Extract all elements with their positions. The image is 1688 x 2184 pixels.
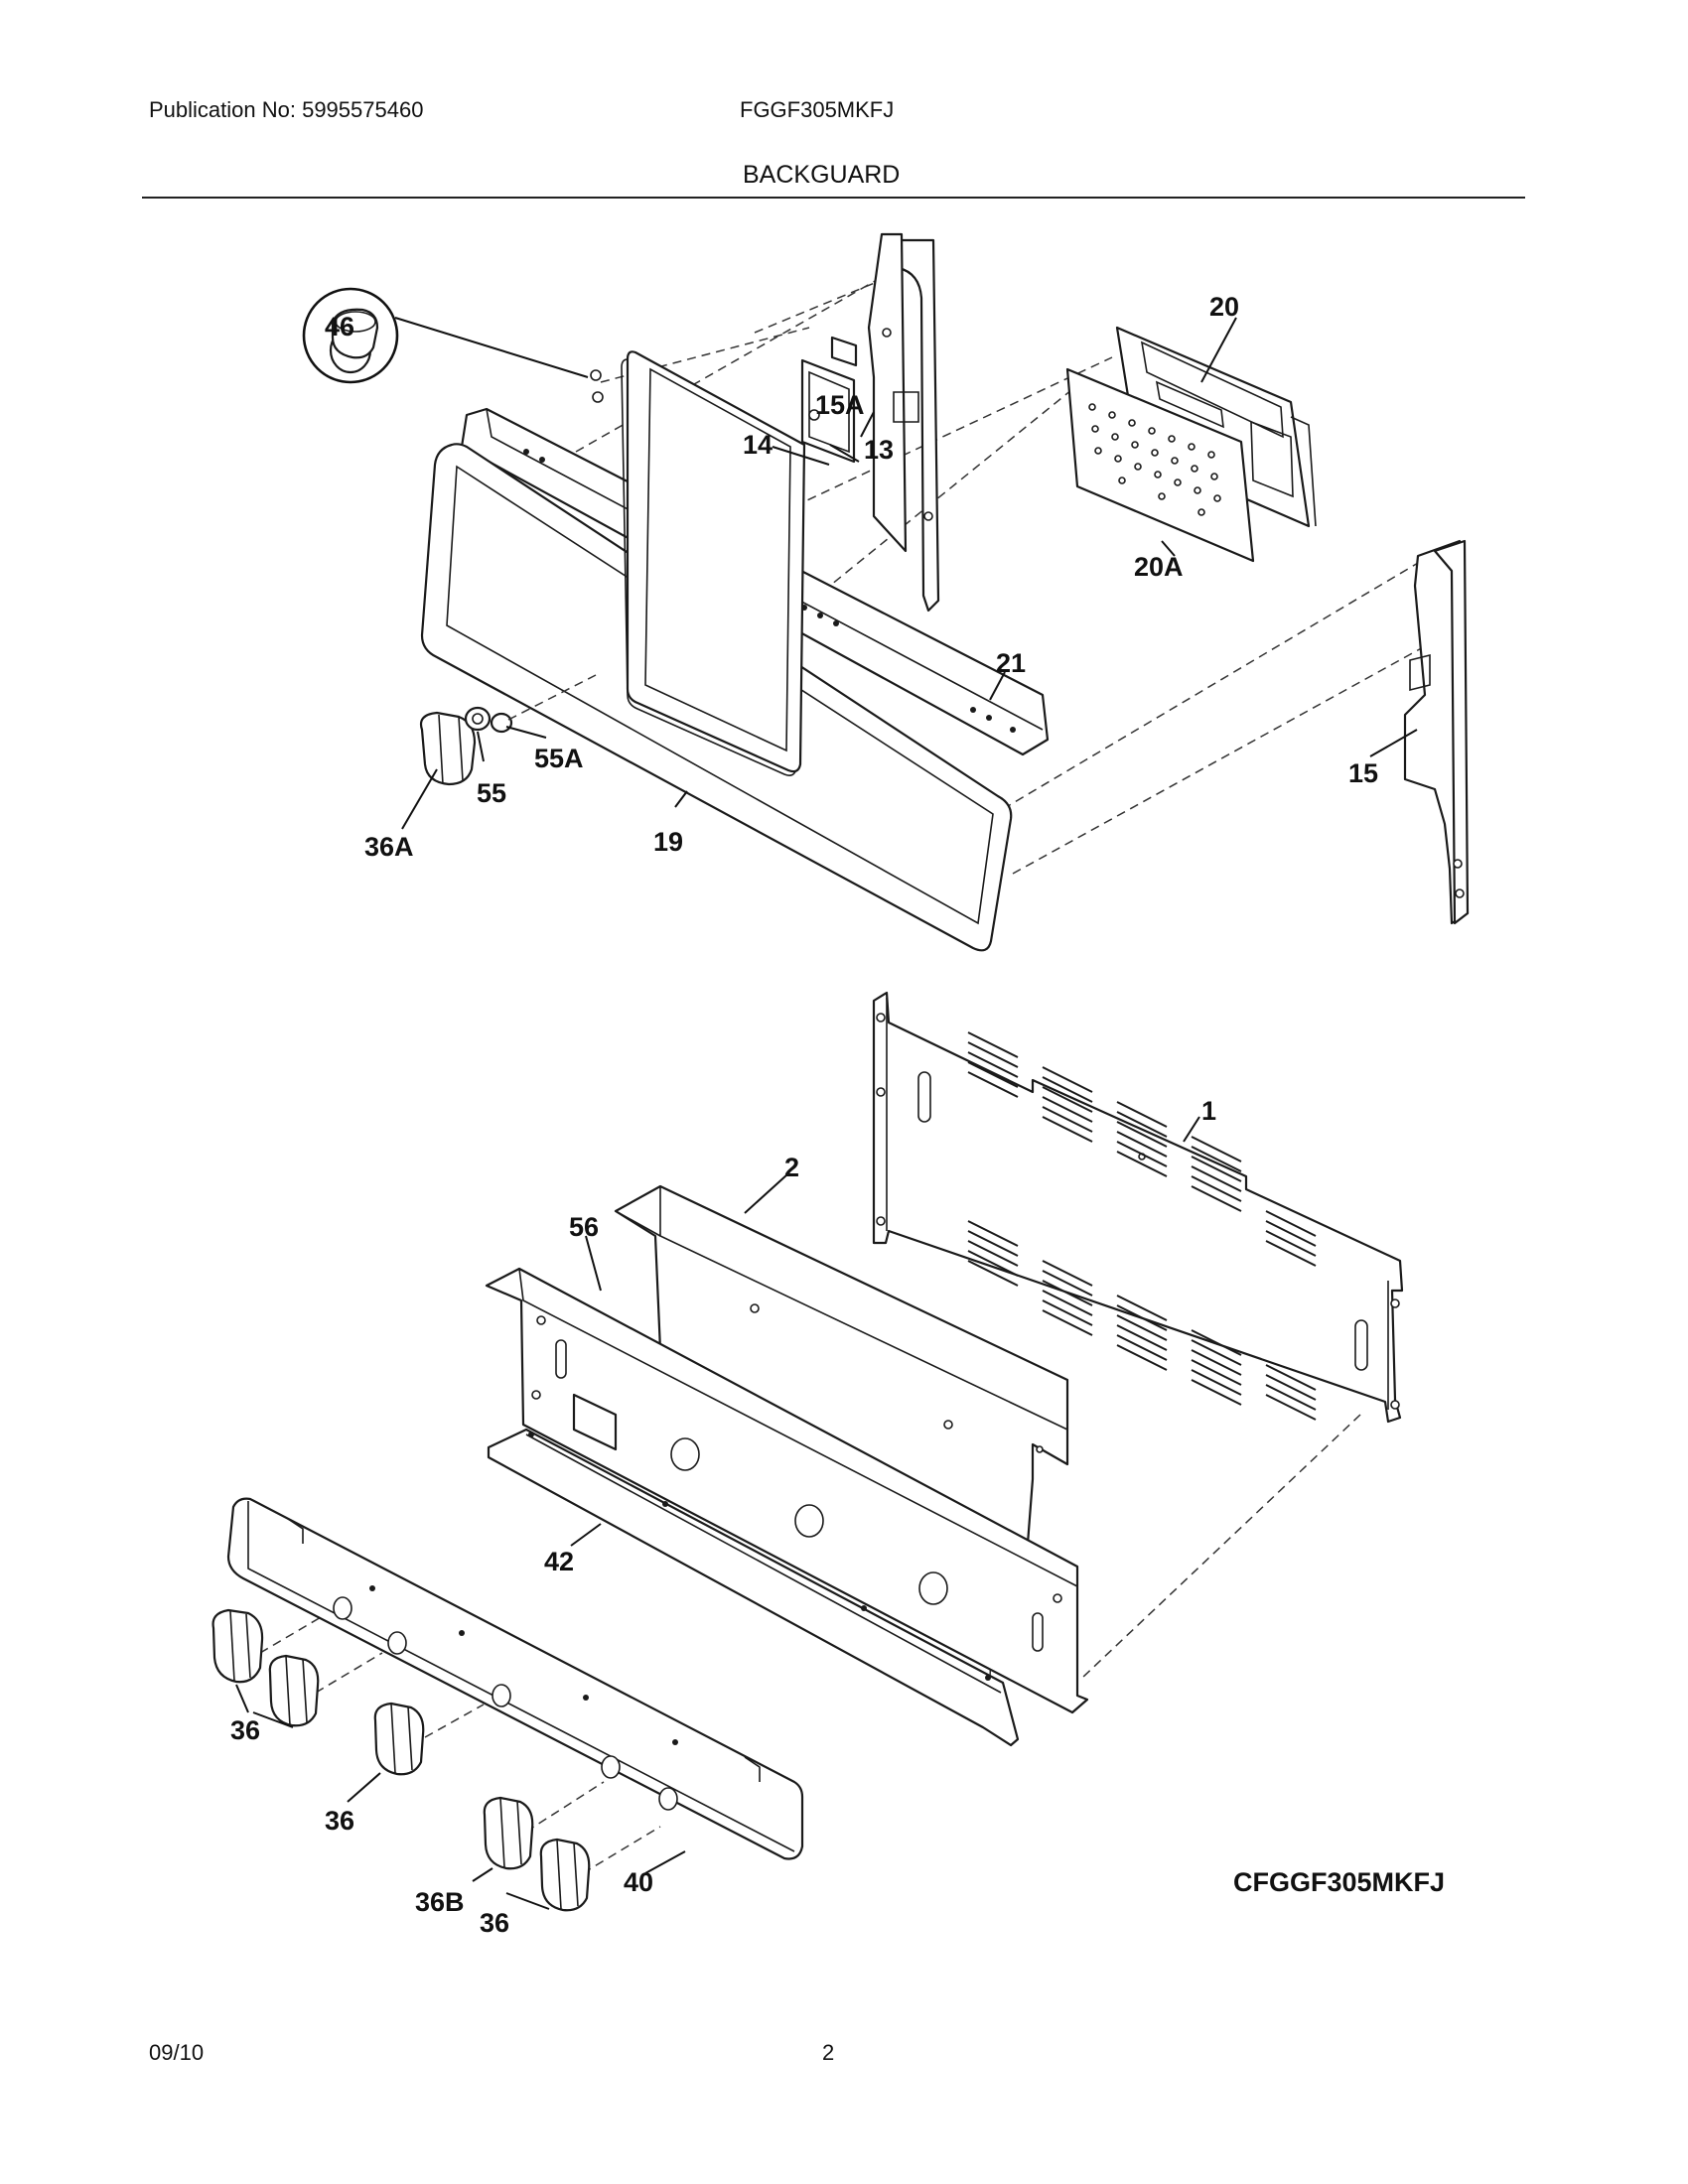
part-15-side-bracket — [1403, 539, 1470, 925]
part-40-manifold-cover — [226, 1497, 804, 1860]
callout-42: 42 — [544, 1547, 574, 1576]
callout-1: 1 — [1201, 1096, 1216, 1126]
part-20a-overlay — [1065, 367, 1255, 563]
callout-20a: 20A — [1134, 552, 1184, 582]
section-title: BACKGUARD — [743, 161, 901, 189]
page-number: 2 — [822, 2040, 835, 2065]
knob-36-middle — [373, 1702, 425, 1776]
callout-leaders — [235, 317, 1418, 1910]
header-rule — [142, 197, 1525, 199]
callout-40: 40 — [624, 1867, 653, 1897]
part-2-shroud — [614, 1184, 1069, 1546]
part-56-manifold-panel — [485, 1267, 1089, 1714]
callout-46: 46 — [325, 312, 354, 341]
callout-36a: 36A — [364, 832, 414, 862]
callout-36-middle: 36 — [325, 1806, 354, 1836]
knob-36-left-lower — [268, 1654, 320, 1727]
part-15a-side-bracket — [867, 232, 940, 613]
part-19-control-panel — [420, 350, 1013, 952]
part-55a-washer — [490, 712, 513, 734]
diagram-code: CFGGF305MKFJ — [1233, 1867, 1445, 1897]
part-55-nut — [464, 706, 492, 732]
model-number: FGGF305MKFJ — [740, 97, 895, 122]
callout-15: 15 — [1348, 758, 1378, 788]
footer-date: 09/10 — [149, 2040, 205, 2065]
callout-55a: 55A — [534, 744, 584, 773]
callout-19: 19 — [653, 827, 683, 857]
callout-56: 56 — [569, 1212, 599, 1242]
callout-13: 13 — [864, 435, 894, 465]
callout-2: 2 — [784, 1153, 799, 1182]
callout-20: 20 — [1209, 292, 1239, 322]
knob-36-left-upper — [211, 1608, 264, 1684]
part-36a-knob — [419, 711, 477, 786]
part-1-rear-panel — [872, 991, 1404, 1424]
callout-21: 21 — [996, 648, 1026, 678]
callout-14: 14 — [743, 430, 773, 460]
callout-36-right: 36 — [480, 1908, 509, 1938]
knob-36b — [483, 1796, 534, 1870]
publication-number: Publication No: 5995575460 — [149, 97, 424, 122]
callout-36b: 36B — [415, 1887, 465, 1917]
part-42-trim-strip — [487, 1428, 1020, 1747]
knob-36-right — [539, 1838, 591, 1912]
part-13-14-switch-assembly — [800, 336, 858, 464]
part-46-cap-detail — [302, 287, 589, 384]
callout-36-left: 36 — [230, 1715, 260, 1745]
callout-55: 55 — [477, 778, 506, 808]
callout-15a: 15A — [815, 390, 865, 420]
callout-labels: 20 15A 14 13 20A 21 15 46 36A 55 55A 19 … — [230, 292, 1445, 1938]
